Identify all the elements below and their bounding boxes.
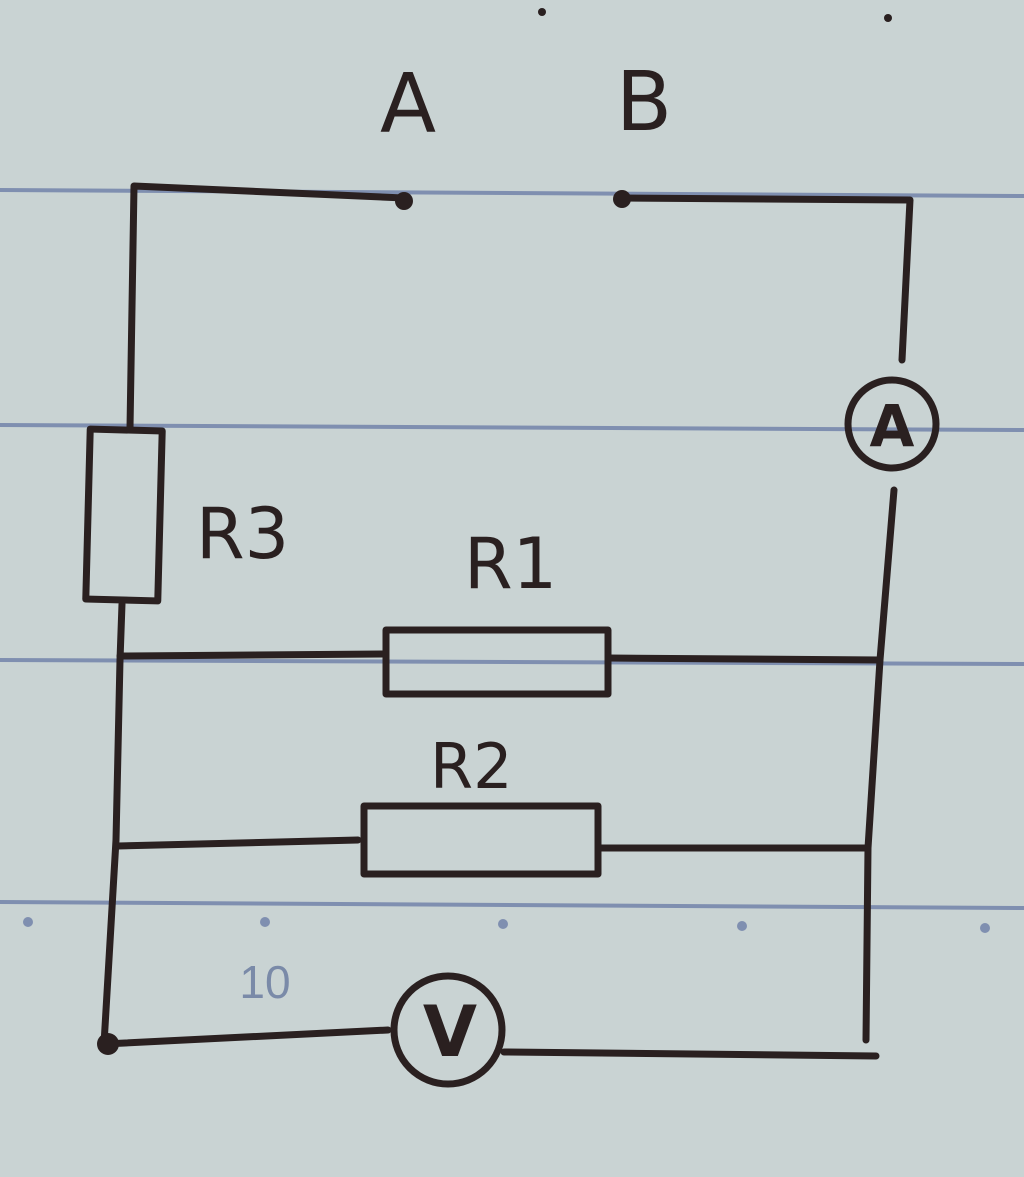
terminal-a-dot [395,192,413,210]
margin-dot [980,923,990,933]
wire-top-right [618,194,914,364]
margin-dot [498,919,508,929]
margin-dot [737,921,747,931]
voltmeter-label: V [423,991,477,1073]
ruled-line [0,423,1024,432]
wire-r1-right [604,654,884,664]
ammeter-label: A [870,392,915,460]
page-number: 10 [239,956,290,1008]
resistor-r3-label: R3 [196,493,289,575]
resistor-r1-label: R1 [464,523,557,605]
pen-mark [884,14,892,22]
margin-dot [260,917,270,927]
resistor-r2 [360,802,602,878]
resistor-r3 [82,425,166,605]
margin-dot [23,917,33,927]
voltmeter [390,972,506,1088]
ruled-line [0,900,1024,910]
resistor-r2-label: R2 [430,730,513,803]
wire-voltmeter-left [100,1026,392,1048]
wire-r1-left [116,650,388,660]
ruled-line [0,658,1024,666]
terminal-b-label: B [616,55,672,150]
wire-voltmeter-right [500,1048,880,1060]
ruled-line [0,188,1024,198]
notebook-lines [0,188,1024,933]
resistor-r1 [382,626,612,698]
wire-right-trunk [862,486,898,1044]
wire-top-left [126,182,408,432]
pen-mark [538,8,546,16]
ammeter [844,376,940,472]
terminal-b-dot [613,190,631,208]
wire-r2-left [114,836,362,850]
wire-left-trunk [100,600,126,1048]
terminal-a-label: A [380,57,436,152]
